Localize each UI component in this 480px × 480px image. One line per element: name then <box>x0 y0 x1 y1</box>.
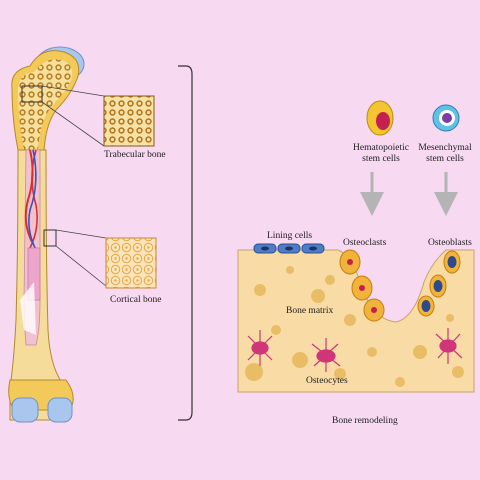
label-mesenchymal-line1: Mesenchymal <box>418 143 472 153</box>
osteocytes <box>247 328 463 372</box>
label-bone-matrix: Bone matrix <box>286 306 334 316</box>
label-mesenchymal-stem-cells: Mesenchymal stem cells <box>418 143 471 165</box>
femur <box>8 46 85 423</box>
osteoclasts <box>339 249 385 322</box>
label-hematopoietic-stem-cells: Hematopoietic stem cells <box>353 143 409 165</box>
label-trabecular-bone: Trabecular bone <box>104 150 166 160</box>
connector-lines <box>41 85 107 287</box>
label-hematopoietic-line1: Hematopoietic <box>353 143 409 153</box>
label-osteocytes: Osteocytes <box>306 376 348 386</box>
osteocyte <box>435 328 463 364</box>
zoom-box-trabecular <box>21 85 43 103</box>
label-bone-remodeling: Bone remodeling <box>332 416 398 426</box>
osteocyte <box>247 330 273 366</box>
label-hematopoietic-line2: stem cells <box>362 153 400 164</box>
label-mesenchymal-line2: stem cells <box>426 153 464 164</box>
bracket <box>178 65 193 421</box>
osteoblasts <box>417 250 461 317</box>
mesenchymal-stem-cell <box>432 104 460 132</box>
condyle-cartilage-left <box>11 397 39 423</box>
matrix-lacunae <box>245 266 464 387</box>
cut-section <box>20 282 36 335</box>
osteocyte <box>311 338 341 372</box>
cortical-bone-inset <box>105 237 157 289</box>
hematopoietic-stem-cell <box>366 100 394 136</box>
blood-vessel-blue <box>28 149 37 251</box>
bone-remodeling-panel <box>237 243 475 393</box>
label-cortical-bone: Cortical bone <box>110 295 162 305</box>
trabecular-bone-inset <box>103 95 155 147</box>
zoom-box-cortical <box>43 229 57 247</box>
condyle-cartilage-right <box>47 397 73 423</box>
label-osteoclasts: Osteoclasts <box>343 238 387 248</box>
label-osteoblasts: Osteoblasts <box>428 238 472 248</box>
label-lining-cells: Lining cells <box>267 231 313 241</box>
blood-vessel-red-2 <box>29 149 38 249</box>
lining-cells <box>253 243 325 254</box>
